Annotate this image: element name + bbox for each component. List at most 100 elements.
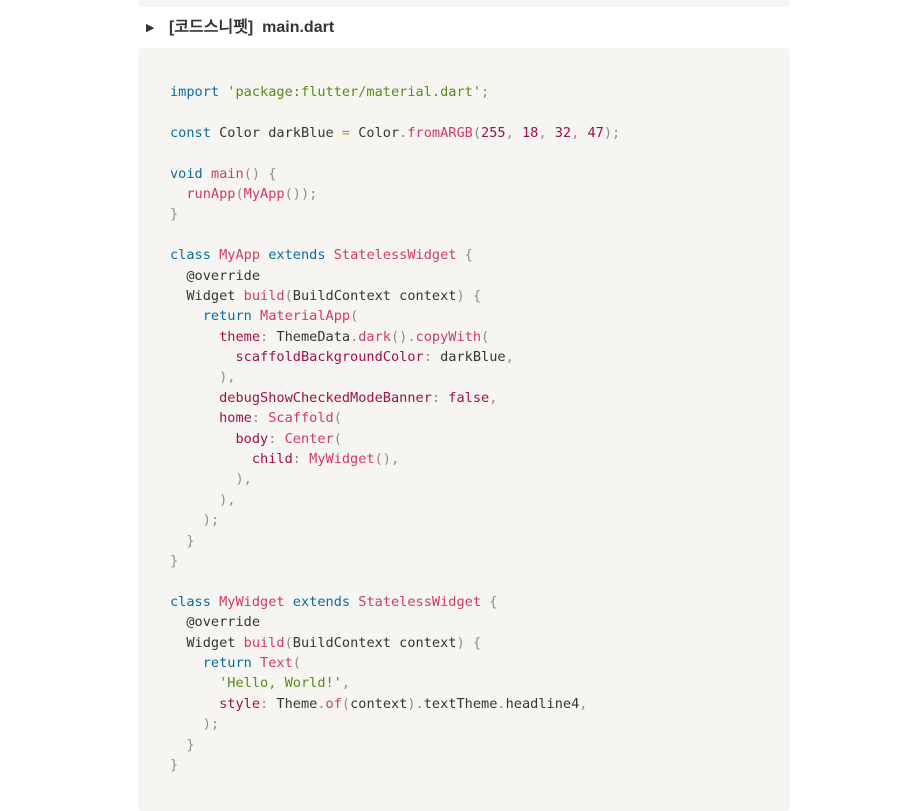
code-line: ),	[170, 469, 620, 489]
code-token: debugShowCheckedModeBanner	[219, 389, 432, 406]
code-token: (	[284, 287, 293, 304]
code-token: 'Hello, World!'	[219, 675, 342, 692]
code-token	[170, 390, 219, 406]
code-token	[170, 716, 203, 732]
code-token: {	[489, 593, 498, 610]
code-token	[276, 431, 284, 447]
code-token	[252, 308, 260, 324]
code-token: MaterialApp	[260, 308, 351, 325]
code-line: }	[170, 551, 620, 571]
code-token: false	[448, 389, 490, 406]
code-token: ().	[391, 328, 416, 345]
code-token: (),	[374, 451, 400, 468]
code-token: .	[350, 328, 359, 345]
code-line: runApp(MyApp());	[170, 184, 620, 204]
code-token: runApp	[186, 185, 236, 202]
code-token: MyApp	[219, 247, 261, 264]
code-token: Color darkBlue	[210, 124, 342, 141]
code-token	[170, 410, 219, 426]
code-line: );	[170, 714, 620, 734]
code-token: }	[186, 532, 195, 549]
code-token	[456, 247, 464, 263]
code-token	[260, 410, 268, 426]
code-token: :	[423, 349, 432, 366]
code-token: }	[170, 756, 179, 773]
code-line	[170, 225, 620, 245]
code-token: =	[341, 124, 351, 141]
code-line: );	[170, 510, 620, 530]
code-token: 47	[587, 124, 604, 141]
code-token: home	[219, 410, 252, 427]
code-token: MyWidget	[219, 593, 285, 610]
code-token: (	[350, 308, 359, 325]
code-token: @override	[170, 614, 261, 631]
code-token: .	[399, 124, 408, 141]
code-token: (	[284, 634, 293, 651]
code-token: class	[170, 593, 211, 610]
code-token: theme	[219, 328, 261, 345]
code-token: .	[317, 695, 326, 712]
code-block[interactable]: import 'package:flutter/material.dart'; …	[138, 48, 790, 811]
code-line: @override	[170, 612, 620, 632]
code-token: style	[219, 695, 261, 712]
code-token: class	[170, 247, 211, 264]
code-token: ,	[505, 349, 514, 366]
code-line: style: Theme.of(context).textTheme.headl…	[170, 694, 620, 714]
code-token: BuildContext context	[292, 634, 457, 651]
code-token: ) {	[456, 634, 482, 651]
code-line: }	[170, 531, 620, 551]
code-line: }	[170, 755, 620, 775]
code-token: :	[431, 389, 441, 406]
code-token: :	[268, 430, 277, 447]
code-token	[170, 308, 203, 324]
code-line: import 'package:flutter/material.dart';	[170, 82, 620, 102]
code-token: Widget	[170, 287, 244, 304]
code-token: (	[333, 430, 342, 447]
code-token: 18	[521, 124, 539, 141]
code-line: ),	[170, 490, 620, 510]
code-token: ,	[579, 695, 588, 712]
code-line: }	[170, 204, 620, 224]
code-line: return MaterialApp(	[170, 306, 620, 326]
code-token: build	[243, 287, 285, 304]
code-token: ) {	[456, 287, 482, 304]
code-token: StatelessWidget	[358, 593, 482, 610]
toggle-title: [코드스니펫] main.dart	[169, 19, 335, 36]
code-line: child: MyWidget(),	[170, 449, 620, 469]
code-token: copyWith	[415, 328, 482, 345]
code-token	[170, 655, 203, 671]
code-line: const Color darkBlue = Color.fromARGB(25…	[170, 123, 620, 143]
code-content[interactable]: import 'package:flutter/material.dart'; …	[170, 82, 620, 775]
code-line: Widget build(BuildContext context) {	[170, 633, 620, 653]
code-token	[170, 329, 219, 345]
code-token: (	[235, 185, 244, 202]
code-line: return Text(	[170, 653, 620, 673]
code-token: darkBlue	[431, 349, 506, 366]
code-token: BuildContext context	[292, 287, 457, 304]
code-token: 32	[554, 124, 572, 141]
code-token: Center	[284, 430, 334, 447]
code-token: build	[243, 634, 285, 651]
code-token: const	[170, 124, 211, 141]
code-snippet-toggle[interactable]: ▶ [코드스니펫] main.dart	[146, 15, 334, 41]
code-token: );	[603, 124, 621, 141]
code-token: headline4	[505, 695, 580, 712]
code-token: extends	[268, 247, 326, 264]
code-token: (	[341, 695, 351, 712]
code-token: .	[497, 695, 506, 712]
code-token: );	[202, 512, 220, 529]
code-token	[481, 594, 489, 610]
code-token: ,	[538, 124, 555, 141]
triangle-right-icon[interactable]: ▶	[146, 22, 155, 34]
code-token: ),	[235, 471, 252, 488]
code-token: @override	[170, 267, 261, 284]
code-token: ),	[219, 491, 236, 508]
code-token: body	[235, 430, 269, 447]
code-line: home: Scaffold(	[170, 408, 620, 428]
code-token	[170, 512, 203, 528]
code-token: }	[170, 206, 179, 223]
code-token: MyApp	[243, 185, 285, 202]
code-token: ,	[341, 675, 351, 692]
code-token: return	[202, 308, 252, 325]
code-token: Widget	[170, 634, 244, 651]
